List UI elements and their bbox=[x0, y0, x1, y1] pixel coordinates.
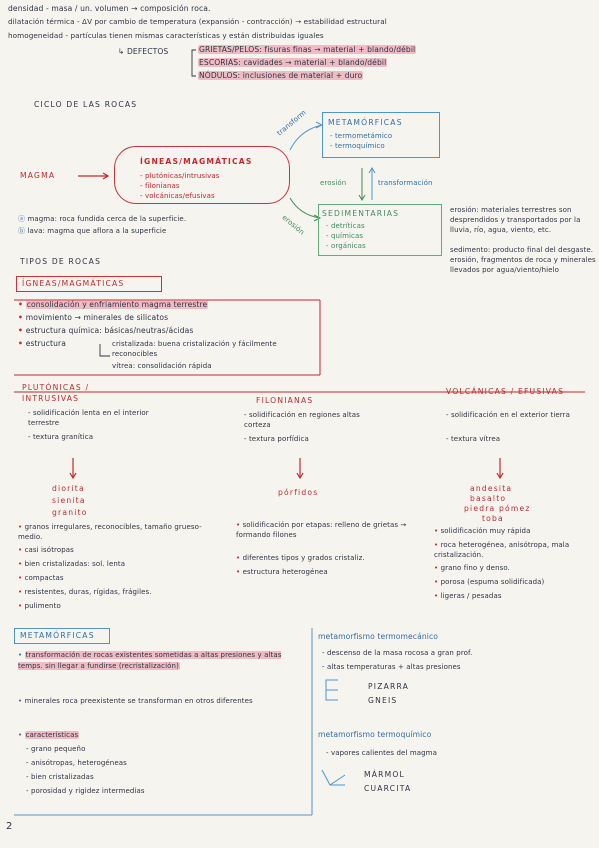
estructura-vitrea: vítrea: consolidación rápida bbox=[112, 362, 212, 370]
def-densidad: densidad - masa / un. volumen → composic… bbox=[8, 4, 211, 13]
volcanicas-bullet: • solidificación muy rápida bbox=[434, 527, 531, 535]
volcanicas-example: toba bbox=[482, 514, 504, 523]
volcanicas-item: - textura vítrea bbox=[446, 435, 501, 443]
note-sedimento: sedimento: producto final del desgaste. … bbox=[450, 246, 596, 274]
igneas-bullet: • consolidación y enfriamiento magma ter… bbox=[18, 300, 209, 309]
termomecanico-title: metamorfismo termomecánico bbox=[318, 632, 438, 641]
filonianas-bullet: • diferentes tipos y grados cristaliz. bbox=[236, 554, 365, 562]
igneas-bullet: • estructura química: básicas/neutras/ác… bbox=[18, 326, 194, 335]
igneas-title-box bbox=[16, 276, 162, 292]
filonianas-item: - solidificación en regiones altas corte… bbox=[244, 411, 360, 429]
igneas-bullet: • movimiento → minerales de silicatos bbox=[18, 313, 169, 322]
plutonicas-example: diorita bbox=[52, 484, 85, 493]
metamorficas-title-box bbox=[14, 628, 110, 644]
sedimentarias-cycle-item: - detríticas bbox=[326, 222, 365, 230]
note-lava: ⓑ lava: magma que aflora a la superficie bbox=[18, 227, 167, 235]
igneas-cycle-item: - filonianas bbox=[140, 182, 180, 190]
igneas-cycle-box bbox=[114, 146, 290, 204]
arrow-transformacion-label: transformación bbox=[378, 179, 433, 187]
plutonicas-bullet: • compactas bbox=[18, 574, 64, 582]
metamorficas-cycle-box bbox=[322, 112, 440, 158]
note-magma: ⓐ magma: roca fundida cerca de la superf… bbox=[18, 215, 187, 223]
termomecanico-example: PIZARRA bbox=[368, 682, 410, 691]
plutonicas-title: PLUTÓNICAS / INTRUSIVAS bbox=[22, 383, 90, 403]
volcanicas-example: andesita bbox=[470, 484, 513, 493]
igneas-cycle-item: - plutónicas/intrusivas bbox=[140, 172, 220, 180]
metamorficas-item: - bien cristalizadas bbox=[26, 773, 94, 781]
igneas-bullet: • estructura bbox=[18, 339, 66, 348]
volcanicas-example: piedra pómez bbox=[464, 504, 531, 513]
termomecanico-item: - descenso de la masa rocosa a gran prof… bbox=[322, 649, 473, 657]
volcanicas-bullet: • grano fino y denso. bbox=[434, 564, 510, 572]
sedimentarias-cycle-item: - orgánicas bbox=[326, 242, 366, 250]
note-erosion: erosión: materiales terrestres son despr… bbox=[450, 206, 581, 234]
ciclo-title: CICLO DE LAS ROCAS bbox=[34, 100, 138, 109]
plutonicas-bullet: • granos irregulares, reconocibles, tama… bbox=[18, 523, 202, 541]
plutonicas-bullet: • casi isótropas bbox=[18, 546, 74, 554]
magma-label: MAGMA bbox=[20, 171, 56, 180]
igneas-cycle-item: - volcánicas/efusivas bbox=[140, 192, 215, 200]
sedimentarias-cycle-item: - químicas bbox=[326, 232, 364, 240]
metamorficas-title: METAMÓRFICAS bbox=[20, 631, 95, 640]
termomecanico-item: - altas temperaturas + altas presiones bbox=[322, 663, 461, 671]
filonianas-bullet: • solidificación por etapas: relleno de … bbox=[236, 521, 407, 539]
defectos-label: ↳ DEFECTOS bbox=[118, 47, 169, 56]
plutonicas-example: sienita bbox=[52, 496, 86, 505]
metamorficas-item: - grano pequeño bbox=[26, 745, 86, 753]
filonianas-title: FILONIANAS bbox=[256, 396, 314, 405]
volcanicas-example: basalto bbox=[470, 494, 507, 503]
igneas-cycle-title: ÍGNEAS/MAGMÁTICAS bbox=[140, 157, 253, 166]
volcanicas-bullet: • roca heterogénea, anisótropa, mala cri… bbox=[434, 541, 570, 559]
plutonicas-item: - textura granítica bbox=[28, 433, 94, 441]
filonianas-item: - textura porfídica bbox=[244, 435, 309, 443]
page-number: 2 bbox=[6, 821, 13, 832]
defecto-nodulos: NÓDULOS: inclusiones de material + duro bbox=[198, 71, 364, 80]
metamorficas-bullet: • transformación de rocas existentes som… bbox=[18, 651, 282, 670]
volcanicas-bullet: • porosa (espuma solidificada) bbox=[434, 578, 545, 586]
metamorficas-cycle-title: METAMÓRFICAS bbox=[328, 118, 403, 127]
def-homogeneidad: homogeneidad - partículas tienen mismas … bbox=[8, 31, 324, 40]
metamorficas-cycle-item: - termoquímico bbox=[330, 142, 385, 150]
volcanicas-item: - solidificación en el exterior tierra bbox=[446, 411, 570, 419]
termoquimico-item: - vapores calientes del magma bbox=[326, 749, 437, 757]
volcanicas-bullet: • ligeras / pesadas bbox=[434, 592, 502, 600]
plutonicas-bullet: • pulimento bbox=[18, 602, 61, 610]
arrow-erosion-label: erosión bbox=[320, 179, 347, 187]
plutonicas-item: - solidificación lenta en el interior te… bbox=[28, 409, 149, 427]
metamorficas-bullet: • minerales roca preexistente se transfo… bbox=[18, 697, 253, 705]
filonianas-example: pórfidos bbox=[278, 488, 319, 497]
metamorficas-item: - anisótropas, heterogéneas bbox=[26, 759, 127, 767]
filonianas-bullet: • estructura heterogénea bbox=[236, 568, 328, 576]
sedimentarias-cycle-box bbox=[318, 204, 442, 256]
estructura-cristalizada: cristalizada: buena cristalización y fác… bbox=[112, 340, 277, 358]
volcanicas-title: VOLCÁNICAS / EFUSIVAS bbox=[446, 387, 565, 396]
metamorficas-bullet: • características bbox=[18, 731, 80, 739]
plutonicas-bullet: • bien cristalizadas: sol. lenta bbox=[18, 560, 126, 568]
plutonicas-example: granito bbox=[52, 508, 88, 517]
termoquimico-example: MÁRMOL bbox=[364, 770, 405, 779]
igneas-title: ÍGNEAS/MAGMÁTICAS bbox=[22, 279, 125, 288]
def-dilatacion: dilatación térmica - ΔV por cambio de te… bbox=[8, 17, 387, 26]
metamorficas-cycle-item: - termometámico bbox=[330, 132, 393, 140]
termoquimico-title: metamorfismo termoquímico bbox=[318, 730, 432, 739]
tipos-title: TIPOS DE ROCAS bbox=[20, 257, 102, 266]
defecto-grietas: GRIETAS/PELOS: fisuras finas → material … bbox=[198, 45, 417, 54]
termoquimico-example: CUARCITA bbox=[364, 784, 412, 793]
defecto-escorias: ESCORIAS: cavidades → material + blando/… bbox=[198, 58, 388, 67]
metamorficas-item: - porosidad y rigidez intermedias bbox=[26, 787, 145, 795]
termomecanico-example: GNEIS bbox=[368, 696, 398, 705]
plutonicas-bullet: • resistentes, duras, rígidas, frágiles. bbox=[18, 588, 152, 596]
sedimentarias-cycle-title: SEDIMENTARIAS bbox=[322, 209, 400, 218]
